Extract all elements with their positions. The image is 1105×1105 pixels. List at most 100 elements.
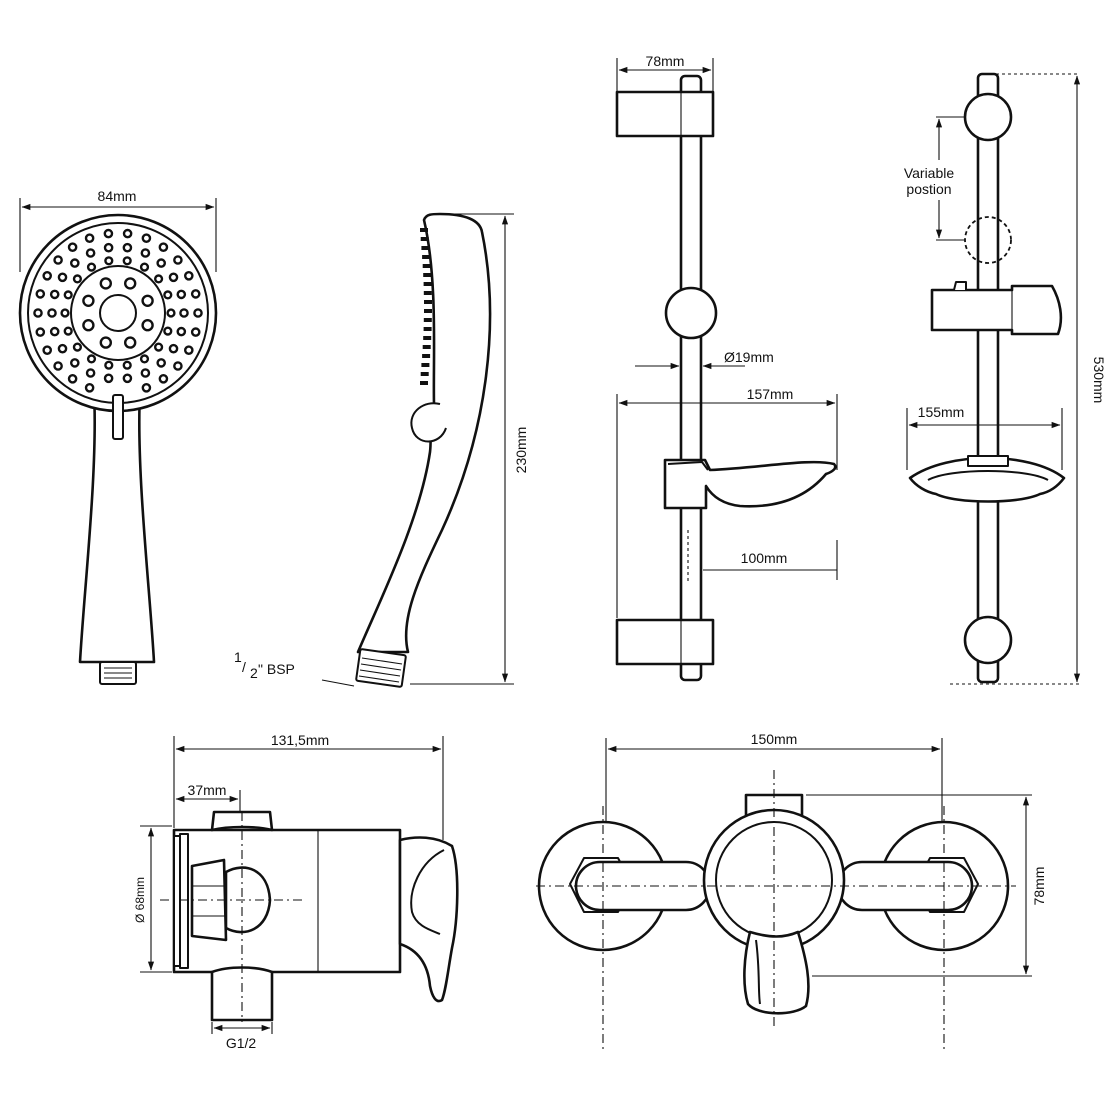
- riser-top-bracket: [615, 90, 715, 138]
- nozzle: [67, 373, 78, 384]
- riser-slider-knob: [664, 286, 718, 340]
- nozzle: [190, 327, 201, 337]
- nozzle: [104, 360, 114, 370]
- valve-diameter-dimension: Ø 68mm: [133, 825, 172, 973]
- nozzle: [158, 373, 169, 384]
- side-nozzle: [421, 246, 430, 250]
- handset-side-nozzles: [420, 228, 432, 385]
- riser-bottom-bracket: [615, 618, 715, 666]
- valve-side-view: 131,5mm 37mm Ø 68mm: [133, 732, 459, 1051]
- nozzle: [140, 248, 151, 258]
- nozzle: [122, 228, 133, 239]
- rail-diameter-label: Ø19mm: [724, 349, 774, 365]
- riser-offset-label: 100mm: [741, 550, 788, 566]
- nozzle: [57, 343, 68, 354]
- side-nozzle: [423, 291, 432, 295]
- handset-handle: [78, 390, 156, 664]
- side-nozzle: [420, 237, 429, 241]
- nozzle: [141, 294, 154, 307]
- nozzle: [86, 262, 97, 272]
- riser-front-view: 78mm Ø19mm 157mm 100mm: [615, 53, 838, 682]
- riser-rail: [679, 74, 703, 682]
- side-nozzle: [424, 300, 432, 304]
- nozzle: [72, 274, 83, 284]
- nozzle: [47, 308, 57, 318]
- nozzle: [141, 382, 152, 393]
- riser-length-dimension: 530mm: [950, 73, 1105, 685]
- nozzle: [173, 361, 183, 371]
- thread-denominator: 2: [250, 665, 258, 681]
- nozzle: [70, 258, 80, 268]
- nozzle: [140, 368, 151, 378]
- valve-width-label: 150mm: [751, 731, 798, 747]
- riser-bracket-width-label: 78mm: [646, 53, 685, 69]
- nozzle: [85, 368, 96, 378]
- nozzle: [103, 373, 114, 384]
- nozzle: [53, 361, 63, 371]
- side-nozzle: [422, 345, 431, 349]
- nozzle: [158, 242, 169, 252]
- side-nozzle: [422, 354, 431, 358]
- valve-side-wall-plate: [179, 833, 189, 969]
- nozzle: [49, 289, 60, 300]
- handset-side-body: [356, 212, 492, 654]
- nozzle: [70, 358, 80, 368]
- nozzle: [123, 277, 137, 290]
- valve-overall-label: 131,5mm: [271, 732, 329, 748]
- handset-length-label: 230mm: [513, 427, 529, 474]
- riser-side-rail: [976, 72, 1000, 684]
- handset-side-view: 230mm 1 / 2 " BSP: [234, 212, 529, 688]
- nozzle: [173, 255, 183, 265]
- nozzle: [42, 345, 53, 356]
- handset-nozzles: [33, 228, 203, 393]
- nozzle: [141, 233, 152, 243]
- handset-width-label: 84mm: [98, 188, 137, 204]
- handset-connector: [99, 661, 137, 685]
- riser-soap-dish: [663, 458, 837, 510]
- nozzle: [168, 272, 179, 283]
- nozzle: [139, 354, 150, 364]
- handset-length-dimension: 230mm: [410, 213, 529, 685]
- nozzle: [183, 270, 194, 281]
- handset-mode-switch: [112, 394, 124, 440]
- nozzle: [67, 242, 78, 252]
- nozzle: [168, 343, 179, 354]
- nozzle: [103, 242, 114, 253]
- valve-height-dimension: 78mm: [806, 794, 1047, 977]
- nozzle: [49, 326, 60, 337]
- side-nozzle: [423, 336, 432, 340]
- side-nozzle: [423, 318, 432, 322]
- nozzle: [82, 319, 95, 332]
- valve-height-label: 78mm: [1031, 867, 1047, 906]
- valve-diameter-label: Ø 68mm: [133, 877, 147, 923]
- nozzle: [166, 308, 176, 318]
- nozzle: [82, 294, 95, 307]
- handset-side-hanger: [410, 402, 447, 443]
- nozzle: [86, 354, 97, 364]
- valve-side-bottom-outlet: [210, 966, 274, 1022]
- nozzle: [99, 336, 113, 349]
- nozzle: [63, 290, 73, 300]
- riser-dish-width-dimension: 157mm: [616, 386, 838, 618]
- side-nozzle: [422, 255, 431, 259]
- nozzle: [99, 277, 113, 290]
- nozzle: [176, 326, 187, 337]
- valve-width-dimension: 150mm: [605, 731, 943, 830]
- riser-side-dish-width-dimension: 155mm: [906, 404, 1063, 470]
- nozzle: [122, 256, 132, 266]
- nozzle: [122, 360, 132, 370]
- side-nozzle: [423, 273, 432, 277]
- nozzle: [123, 336, 137, 349]
- side-nozzle: [420, 381, 428, 385]
- valve-inlet-offset-dimension: 37mm: [175, 782, 241, 812]
- side-nozzle: [420, 372, 429, 376]
- nozzle: [154, 274, 164, 284]
- nozzle: [176, 289, 187, 300]
- nozzle: [139, 262, 150, 272]
- nozzle: [193, 308, 203, 318]
- nozzle: [122, 242, 133, 253]
- side-nozzle: [423, 327, 432, 331]
- nozzle: [42, 270, 53, 281]
